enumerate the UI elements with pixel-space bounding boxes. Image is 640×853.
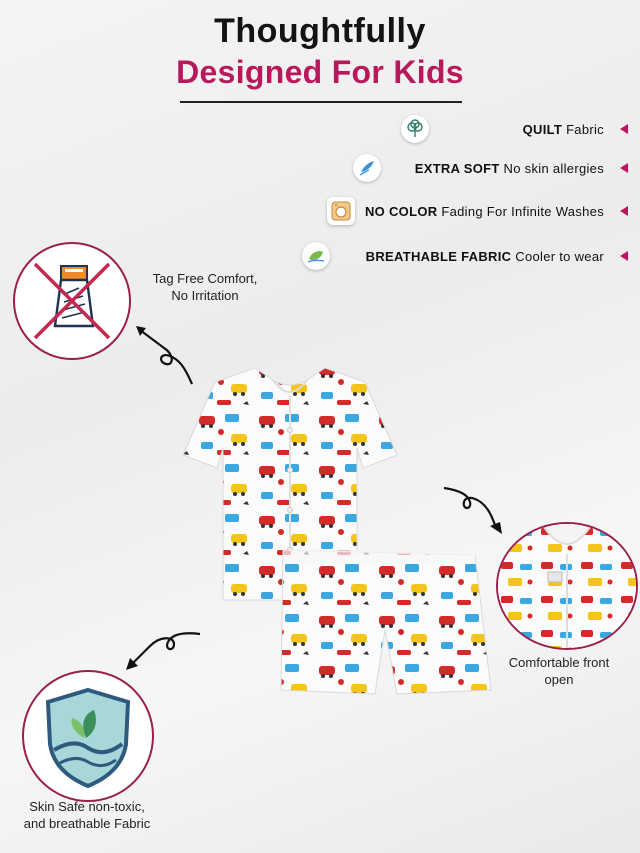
curly-arrow-icon — [443, 486, 502, 534]
feature-rest: Cooler to wear — [511, 248, 604, 264]
front-open-circle — [496, 522, 638, 650]
feature-bold: NO COLOR — [364, 203, 438, 219]
kids-pajama-set-image — [182, 367, 492, 695]
skin-safe-caption: Skin Safe non-toxic, and breathable Fabr… — [23, 799, 151, 831]
feature-rest: Fading For Infinite Washes — [437, 203, 604, 219]
cotton-plant-icon — [400, 115, 429, 143]
leaf-breeze-icon — [301, 242, 330, 270]
bullet-arrow-icon — [620, 251, 628, 261]
page-title-line2: Designed For Kids — [176, 54, 464, 90]
soft-feather-icon — [352, 154, 381, 182]
front-open-caption: Comfortable front open — [508, 655, 610, 687]
tag-free-caption: Tag Free Comfort, No Irritation — [152, 271, 258, 303]
feature-rest: Fabric — [562, 121, 604, 137]
bullet-arrow-icon — [620, 124, 628, 134]
feature-extra-soft: EXTRA SOFT No skin allergies — [352, 152, 628, 184]
feature-breathable-fabric: BREATHABLE FABRIC Cooler to wear — [301, 240, 628, 272]
title-divider — [180, 101, 462, 103]
feature-quilt-fabric: QUILT Fabric — [400, 113, 628, 145]
shield-leaf-icon — [45, 687, 131, 789]
curly-arrow-icon — [126, 632, 201, 670]
page-title-line1: Thoughtfully — [214, 12, 426, 50]
washing-machine-icon — [326, 197, 355, 225]
feature-no-color-fading: NO COLOR Fading For Infinite Washes — [326, 195, 628, 227]
shirt-closeup-image — [498, 524, 636, 648]
curly-arrow-icon — [136, 326, 194, 385]
tag-free-circle — [13, 242, 131, 360]
feature-rest: No skin allergies — [499, 160, 604, 176]
bullet-arrow-icon — [620, 206, 628, 216]
feature-bold: BREATHABLE FABRIC — [365, 248, 512, 264]
bullet-arrow-icon — [620, 163, 628, 173]
crossed-tag-icon — [33, 262, 111, 340]
skin-safe-circle — [22, 670, 154, 802]
feature-bold: EXTRA SOFT — [414, 160, 500, 176]
feature-bold: QUILT — [522, 121, 563, 137]
